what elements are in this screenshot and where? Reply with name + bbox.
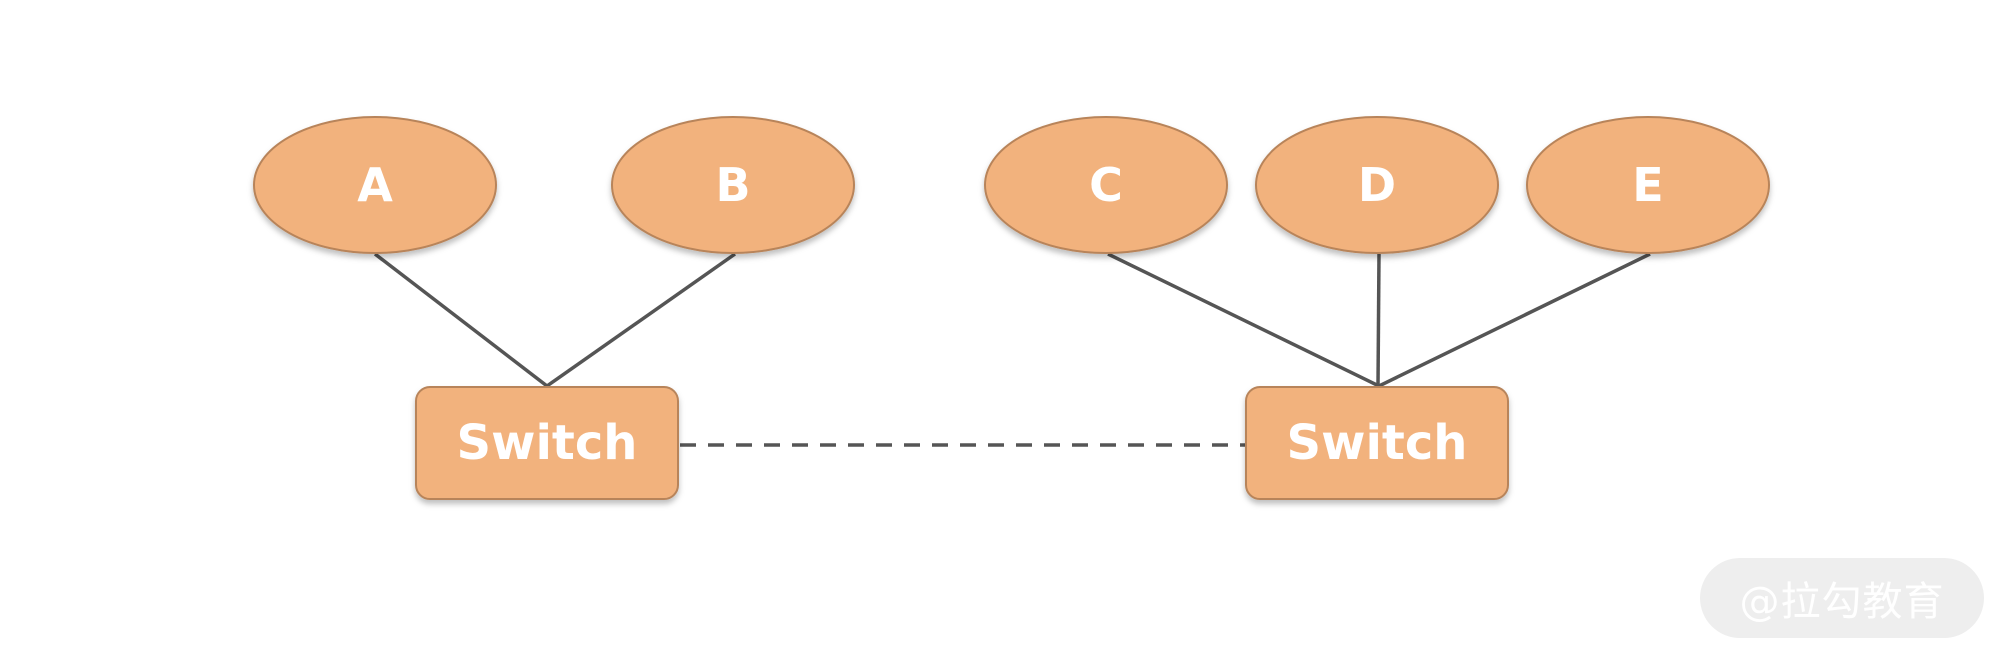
watermark-badge: @拉勾教育 (1700, 558, 1984, 638)
node-d: D (1255, 116, 1499, 254)
switch-right-label: Switch (1287, 415, 1468, 471)
link-d-switch-right (1376, 253, 1381, 387)
node-c-shape (984, 116, 1228, 254)
node-e-label: E (1632, 158, 1663, 212)
link-e-switch-right (1378, 252, 1651, 388)
node-d-shape (1255, 116, 1499, 254)
node-b-shape (611, 116, 855, 254)
link-c-switch-right (1107, 252, 1380, 388)
switch-left-shape (415, 386, 679, 500)
switch-left-label: Switch (457, 415, 638, 471)
node-b-label: B (715, 158, 750, 212)
node-a-label: A (357, 158, 393, 212)
node-a-shape (253, 116, 497, 254)
link-a-switch-left (373, 252, 549, 388)
node-e: E (1526, 116, 1770, 254)
node-c: C (984, 116, 1228, 254)
node-a: A (253, 116, 497, 254)
switch-right-shape (1245, 386, 1509, 500)
node-d-label: D (1358, 158, 1396, 212)
switch-right: Switch (1245, 386, 1509, 500)
node-e-shape (1526, 116, 1770, 254)
watermark-text: @拉勾教育 (1739, 579, 1945, 625)
switch-left: Switch (415, 386, 679, 500)
link-b-switch-left (545, 252, 737, 388)
node-c-label: C (1089, 158, 1123, 212)
node-b: B (611, 116, 855, 254)
